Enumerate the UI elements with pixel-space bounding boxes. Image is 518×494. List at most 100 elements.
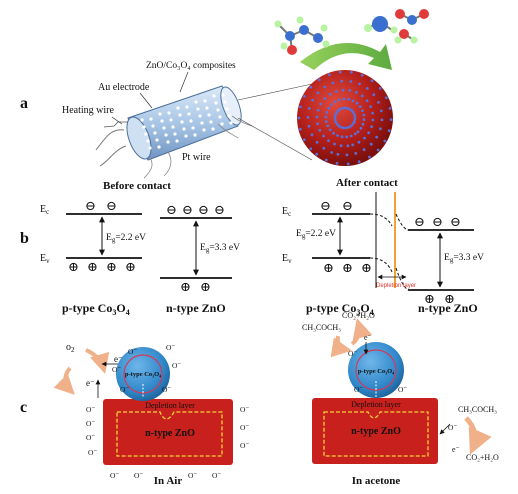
electron-symbol: ⊖ bbox=[320, 198, 331, 213]
electron-symbol: ⊖ bbox=[106, 198, 117, 213]
particle bbox=[361, 122, 365, 126]
particle bbox=[194, 100, 198, 104]
particle bbox=[370, 79, 374, 83]
panel-b: b Before contact Ec Ev Eg=2.2 eV ⊖ ⊖ ⊕ ⊕… bbox=[20, 177, 484, 317]
particle bbox=[297, 116, 301, 120]
particle bbox=[309, 85, 313, 89]
particle bbox=[335, 111, 338, 115]
particle bbox=[353, 132, 357, 136]
particle bbox=[322, 146, 326, 150]
title-before-contact: Before contact bbox=[103, 180, 171, 192]
particle bbox=[323, 85, 327, 89]
oxygen-ion-label: O⁻ bbox=[188, 471, 197, 480]
particle bbox=[342, 97, 346, 101]
label-composites: ZnO/Co₃O₄ composites bbox=[146, 61, 236, 71]
particle bbox=[207, 113, 211, 117]
particle bbox=[360, 73, 364, 77]
particle bbox=[334, 120, 338, 124]
oxygen-ion-label: O⁻ bbox=[240, 405, 249, 414]
zno-block-acetone bbox=[312, 398, 438, 464]
particle bbox=[338, 107, 342, 111]
particle bbox=[158, 112, 162, 116]
particle bbox=[203, 99, 207, 103]
hole-symbol: ⊕ bbox=[68, 259, 79, 274]
label-depletion-acetone: Depletion layer bbox=[351, 400, 401, 409]
particle bbox=[357, 160, 361, 164]
particle bbox=[315, 140, 319, 144]
electron-symbol: ⊖ bbox=[432, 214, 443, 229]
particle bbox=[334, 90, 338, 93]
particle bbox=[351, 99, 355, 103]
zoom-line-top bbox=[237, 83, 313, 101]
particle bbox=[330, 103, 333, 106]
hole-symbol: ⊕ bbox=[444, 291, 455, 306]
particle bbox=[316, 122, 319, 126]
label-ec-before: Ec bbox=[40, 204, 49, 216]
particle bbox=[303, 138, 306, 142]
oxygen-ion-label: O⁻ bbox=[120, 385, 129, 394]
particle bbox=[193, 133, 197, 137]
particle bbox=[144, 132, 148, 136]
title-after-contact: After contact bbox=[336, 177, 398, 189]
particle bbox=[299, 105, 302, 109]
caption-in-air: In Air bbox=[154, 475, 183, 487]
bent-n-conduction bbox=[395, 213, 409, 231]
particle bbox=[338, 70, 342, 74]
electron-arrow-acetone-right bbox=[439, 423, 451, 435]
particle bbox=[346, 162, 350, 166]
label-n-type-after: n-type ZnO bbox=[418, 301, 478, 315]
product-molecules bbox=[364, 9, 429, 44]
particle bbox=[178, 113, 182, 117]
particle bbox=[387, 129, 391, 133]
particle bbox=[346, 126, 350, 129]
particle bbox=[167, 111, 171, 115]
particle bbox=[212, 94, 216, 98]
particle bbox=[153, 131, 157, 135]
particle bbox=[370, 125, 373, 129]
particle bbox=[331, 81, 335, 85]
electron-symbol: ⊖ bbox=[414, 214, 425, 229]
particle bbox=[356, 130, 360, 134]
bent-conduction-band bbox=[369, 213, 393, 227]
oxygen-arrow-left bbox=[53, 366, 75, 395]
particle bbox=[335, 122, 339, 126]
particle bbox=[307, 107, 311, 110]
panel-label-a: a bbox=[20, 95, 28, 112]
label-acetone-left: CH₃COCH₃ bbox=[302, 323, 341, 332]
oxygen-ion-label: O⁻ bbox=[354, 385, 363, 394]
label-au-electrode: Au electrode bbox=[98, 82, 150, 93]
panel-label-c: c bbox=[20, 399, 27, 416]
particle bbox=[344, 126, 348, 130]
particle bbox=[227, 114, 231, 118]
particle bbox=[353, 117, 357, 121]
label-p-type-after: p-type Co3O4 bbox=[306, 301, 374, 317]
bent-n-valence bbox=[395, 267, 409, 291]
particle bbox=[350, 71, 353, 74]
particle bbox=[218, 115, 222, 119]
particle bbox=[151, 124, 155, 128]
oxygen-ion-label: O⁻ bbox=[86, 405, 95, 414]
particle bbox=[309, 147, 313, 151]
pointer-composites bbox=[179, 71, 189, 93]
eg-p-before: Eg=2.2 eV bbox=[106, 233, 146, 244]
particle bbox=[326, 124, 330, 128]
panel-label-b: b bbox=[20, 230, 29, 247]
particle bbox=[211, 127, 215, 131]
oxygen-arrow-right bbox=[85, 348, 110, 374]
electron-symbol: ⊖ bbox=[342, 198, 353, 213]
particle bbox=[339, 125, 343, 129]
particle bbox=[384, 96, 388, 100]
label-products-right: CO₂+H₂O bbox=[466, 453, 499, 462]
particle bbox=[349, 80, 353, 83]
particle bbox=[220, 122, 224, 126]
particle bbox=[196, 107, 200, 111]
particle bbox=[205, 106, 209, 110]
sensor-tube bbox=[95, 85, 253, 179]
hole-symbol: ⊕ bbox=[180, 279, 191, 294]
particle bbox=[357, 140, 361, 144]
oxygen-ion-label: O⁻ bbox=[88, 448, 97, 457]
particle bbox=[328, 128, 332, 132]
particle bbox=[349, 134, 353, 138]
particle bbox=[332, 131, 335, 135]
particle bbox=[315, 152, 319, 156]
